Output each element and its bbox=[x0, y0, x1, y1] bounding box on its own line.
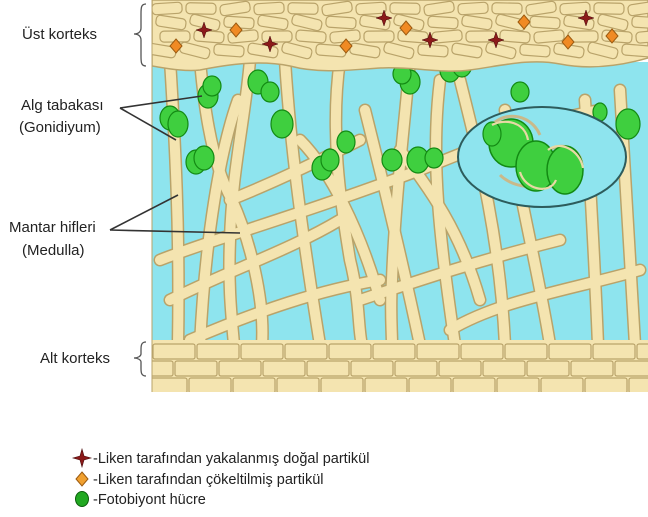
label-algal-layer-alt: (Gonidiyum) bbox=[19, 119, 101, 136]
magnified-algae-inset bbox=[458, 107, 626, 207]
label-medulla: Mantar hifleri bbox=[9, 219, 96, 236]
legend-captured-particle: -Liken tarafından yakalanmış doğal parti… bbox=[93, 451, 369, 467]
upper-cortex bbox=[145, 0, 648, 71]
legend-photobiont: -Fotobiyont hücre bbox=[93, 492, 206, 508]
green-circle-icon bbox=[76, 492, 89, 507]
label-algal-layer: Alg tabakası bbox=[21, 97, 104, 114]
upper-cortex-brace bbox=[134, 4, 146, 66]
lower-cortex-brace bbox=[134, 342, 146, 376]
lower-cortex bbox=[131, 340, 648, 393]
label-upper-cortex: Üst korteks bbox=[22, 25, 97, 43]
diamond-icon bbox=[76, 472, 88, 486]
label-lower-cortex: Alt korteks bbox=[40, 350, 110, 367]
legend-precipitated-particle: -Liken tarafından çökeltilmiş partikül bbox=[93, 472, 324, 488]
label-medulla-alt: (Medulla) bbox=[22, 242, 85, 259]
star-4-point-icon bbox=[73, 449, 91, 467]
legend: -Liken tarafından yakalanmış doğal parti… bbox=[73, 449, 369, 508]
